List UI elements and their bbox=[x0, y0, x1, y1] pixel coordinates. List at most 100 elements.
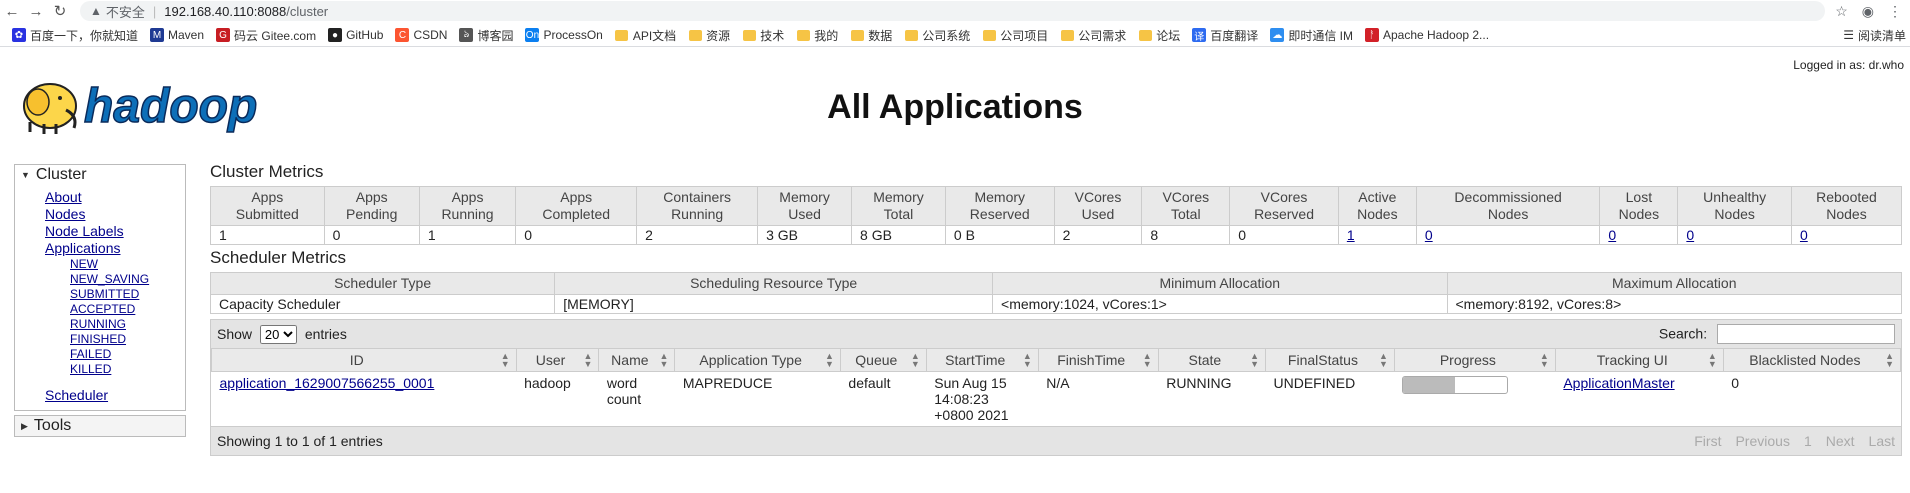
reading-list[interactable]: ☰ 阅读清单 bbox=[1843, 27, 1906, 44]
logged-in-label: Logged in as: dr.who bbox=[1793, 58, 1904, 72]
pager-next[interactable]: Next bbox=[1825, 433, 1855, 449]
reload-button[interactable]: ↻ bbox=[48, 1, 72, 21]
hadoop-page: hadoop Logged in as: dr.who All Applicat… bbox=[0, 48, 1910, 493]
sidebar-link-failed[interactable]: FAILED bbox=[70, 347, 112, 361]
tools-nav-label: Tools bbox=[33, 417, 72, 434]
folder-icon bbox=[982, 28, 996, 42]
sidebar-link-applications[interactable]: Applications bbox=[45, 240, 121, 256]
column-header-finishtime[interactable]: FinishTime▲ ▼ bbox=[1037, 348, 1159, 372]
bookmark-item[interactable]: ●GitHub bbox=[328, 28, 383, 42]
sidebar-link-accepted[interactable]: ACCEPTED bbox=[70, 302, 136, 316]
triangle-right-icon: ▶ bbox=[21, 420, 28, 431]
triangle-down-icon: ▼ bbox=[21, 170, 30, 180]
bookmark-item[interactable]: 我的 bbox=[796, 27, 838, 44]
sidebar-link-submitted[interactable]: SUBMITTED bbox=[70, 287, 140, 301]
tracking-ui-link[interactable]: ApplicationMaster bbox=[1563, 375, 1675, 391]
sidebar-link-new-saving[interactable]: NEW_SAVING bbox=[70, 272, 150, 286]
sidebar-link-node-labels[interactable]: Node Labels bbox=[45, 223, 124, 239]
sidebar-link-killed[interactable]: KILLED bbox=[70, 362, 112, 376]
column-header-progress[interactable]: Progress▲ ▼ bbox=[1393, 348, 1556, 372]
column-header-state[interactable]: State▲ ▼ bbox=[1157, 348, 1267, 372]
column-header-blacklisted-nodes[interactable]: Blacklisted Nodes▲ ▼ bbox=[1722, 348, 1902, 372]
pager-previous[interactable]: Previous bbox=[1735, 433, 1790, 449]
column-header-tracking-ui[interactable]: Tracking UI▲ ▼ bbox=[1554, 348, 1724, 372]
bookmark-label: 公司项目 bbox=[1000, 28, 1049, 43]
insecure-label: 不安全 bbox=[105, 4, 145, 20]
arrow-right-icon: → bbox=[28, 2, 44, 20]
bookmark-item[interactable]: 资源 bbox=[688, 27, 730, 44]
pager-last[interactable]: Last bbox=[1868, 433, 1895, 449]
url-path: /cluster bbox=[286, 3, 329, 19]
back-button[interactable]: ← bbox=[0, 1, 24, 21]
pager-first[interactable]: First bbox=[1694, 433, 1722, 449]
cluster-metrics-title: Cluster Metrics bbox=[210, 162, 324, 181]
cell-tracking-ui: ApplicationMaster bbox=[1555, 372, 1723, 427]
sidebar-link-running[interactable]: RUNNING bbox=[70, 317, 126, 331]
star-icon[interactable]: ☆ bbox=[1835, 2, 1848, 19]
metric-link[interactable]: 0 bbox=[1686, 227, 1695, 243]
column-header-user[interactable]: User▲ ▼ bbox=[515, 348, 600, 372]
cluster-nav-list: About Nodes Node Labels Applications NEW… bbox=[15, 185, 185, 410]
bookmark-item[interactable]: 译百度翻译 bbox=[1192, 27, 1258, 44]
metric-value: 8 GB bbox=[851, 225, 946, 245]
column-header-name[interactable]: Name▲ ▼ bbox=[598, 348, 676, 372]
sidebar-link-new[interactable]: NEW bbox=[70, 257, 98, 271]
bookmark-item[interactable]: ☁即时通信 IM bbox=[1270, 27, 1353, 44]
cell-finish-time: N/A bbox=[1046, 375, 1070, 391]
profile-icon[interactable]: ◉ bbox=[1861, 2, 1874, 19]
entries-select[interactable]: 20 bbox=[259, 324, 297, 344]
bookmark-item[interactable]: 公司系统 bbox=[904, 27, 970, 44]
sidebar-link-about[interactable]: About bbox=[45, 189, 82, 205]
bookmark-label: 百度翻译 bbox=[1210, 28, 1259, 43]
bookmark-item[interactable]: API文档 bbox=[615, 27, 676, 44]
column-header-finalstatus[interactable]: FinalStatus▲ ▼ bbox=[1265, 348, 1395, 372]
sidebar-link-scheduler[interactable]: Scheduler bbox=[45, 387, 109, 403]
column-header-id[interactable]: ID▲ ▼ bbox=[211, 348, 517, 372]
bookmark-item[interactable]: ✿百度一下，你就知道 bbox=[12, 27, 138, 44]
metric-link[interactable]: 0 bbox=[1799, 227, 1808, 243]
metric-value: 0 bbox=[1790, 225, 1903, 245]
forward-button[interactable]: → bbox=[24, 1, 48, 21]
app-states-list: NEW NEW_SAVING SUBMITTED ACCEPTED RUNNIN… bbox=[45, 257, 185, 377]
column-header-queue[interactable]: Queue▲ ▼ bbox=[839, 348, 927, 372]
column-header-starttime[interactable]: StartTime▲ ▼ bbox=[925, 348, 1039, 372]
search-label: Search: bbox=[1658, 325, 1708, 342]
scheduler-value: Capacity Scheduler bbox=[209, 294, 556, 314]
bookmark-item[interactable]: 公司需求 bbox=[1060, 27, 1126, 44]
search-input[interactable] bbox=[1717, 324, 1895, 344]
application-id-link[interactable]: application_1629007566255_0001 bbox=[219, 375, 435, 391]
scheduler-header: Maximum Allocation bbox=[1446, 272, 1902, 295]
reading-list-icon: ☰ bbox=[1843, 28, 1854, 42]
bookmark-item[interactable]: 技术 bbox=[742, 27, 784, 44]
bookmark-item[interactable]: 论坛 bbox=[1138, 27, 1180, 44]
sidebar-link-nodes[interactable]: Nodes bbox=[45, 206, 86, 222]
bookmark-item[interactable]: 数据 bbox=[850, 27, 892, 44]
sort-icon: ▲ ▼ bbox=[1250, 351, 1260, 369]
metric-link[interactable]: 0 bbox=[1424, 227, 1433, 243]
sidebar-link-finished[interactable]: FINISHED bbox=[70, 332, 127, 346]
metric-value: 1 bbox=[418, 225, 517, 245]
tools-nav-header[interactable]: ▶ Tools bbox=[15, 416, 185, 436]
baidu-icon: ✿ bbox=[12, 28, 26, 42]
address-bar[interactable]: ▲ 不安全 | 192.168.40.110:8088/cluster bbox=[80, 1, 1826, 21]
menu-dots-icon[interactable]: ⋮ bbox=[1888, 2, 1902, 19]
metric-link[interactable]: 0 bbox=[1608, 227, 1617, 243]
bookmark-label: 码云 Gitee.com bbox=[234, 28, 317, 43]
metric-link[interactable]: 1 bbox=[1346, 227, 1355, 243]
pager-1[interactable]: 1 bbox=[1803, 433, 1812, 449]
cluster-nav-header[interactable]: ▼ Cluster bbox=[15, 165, 185, 185]
bookmark-item[interactable]: 公司项目 bbox=[982, 27, 1048, 44]
bookmark-label: 公司需求 bbox=[1078, 28, 1127, 43]
column-header-application-type[interactable]: Application Type▲ ▼ bbox=[674, 348, 841, 372]
bookmark-label: API文档 bbox=[632, 28, 677, 43]
